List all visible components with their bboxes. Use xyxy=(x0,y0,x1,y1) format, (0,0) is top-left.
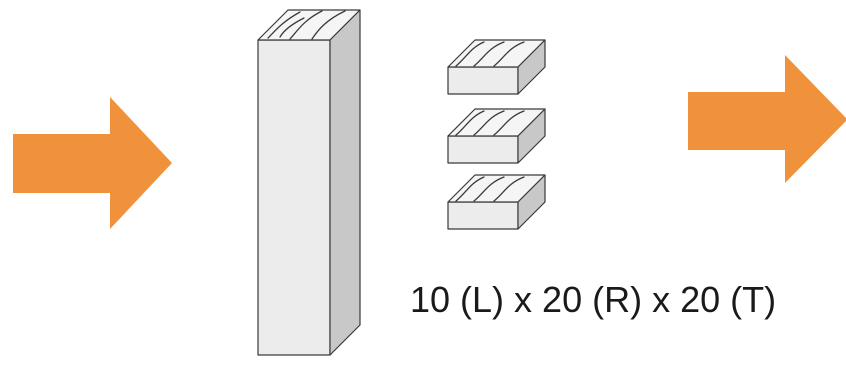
tall-wood-block xyxy=(257,9,361,356)
slice-3-wood-grain xyxy=(455,176,525,202)
wood-slice-1 xyxy=(447,39,546,95)
slice-3-side-face xyxy=(517,174,546,230)
slice-2-front-face xyxy=(447,135,519,164)
output-arrow-icon xyxy=(688,55,846,183)
wood-slice-3 xyxy=(447,174,546,230)
wood-slice-2 xyxy=(447,108,546,164)
slice-2-wood-grain xyxy=(455,110,525,136)
input-arrow-icon xyxy=(13,97,172,229)
slice-1-wood-grain xyxy=(455,41,525,67)
tall-block-side-face xyxy=(329,9,361,356)
slice-3-front-face xyxy=(447,201,519,230)
tall-block-wood-grain xyxy=(267,10,346,40)
slice-2-side-face xyxy=(517,108,546,164)
slice-1-front-face xyxy=(447,66,519,95)
tall-block-front-face xyxy=(257,39,331,356)
dimension-caption: 10 (L) x 20 (R) x 20 (T) xyxy=(410,279,777,320)
slice-1-side-face xyxy=(517,39,546,95)
